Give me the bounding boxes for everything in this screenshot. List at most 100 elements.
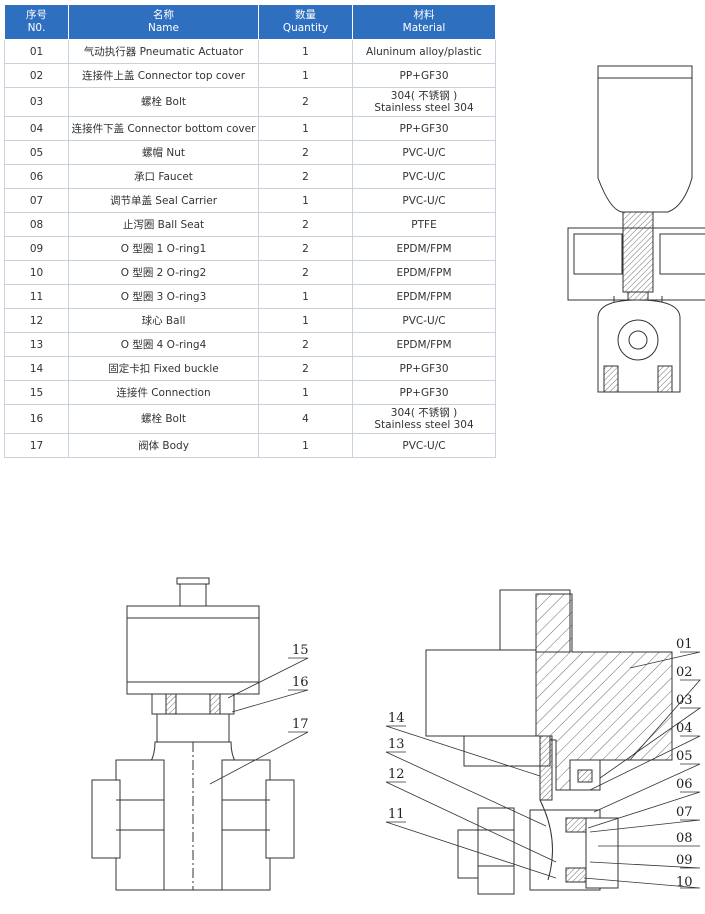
- material-line: 304( 不锈钢 ): [390, 407, 458, 419]
- cell-name: 调节单盖 Seal Carrier: [68, 188, 259, 213]
- callout-label: 07: [676, 805, 693, 820]
- callout-label: 08: [676, 831, 693, 846]
- callout-label: 13: [388, 737, 405, 752]
- front-callouts: 15 16 17: [292, 643, 309, 732]
- material-line: PVC-U/C: [402, 146, 446, 159]
- cell-material: 304( 不锈钢 )Stainless steel 304: [352, 404, 496, 434]
- cell-name: 球心 Ball: [68, 308, 259, 333]
- cell-material: EPDM/FPM: [352, 260, 496, 285]
- cell-quantity: 2: [258, 87, 353, 117]
- callout-label: 04: [676, 721, 693, 736]
- material-line: Aluninum alloy/plastic: [366, 45, 482, 58]
- material-line: Stainless steel 304: [374, 102, 474, 114]
- cell-no: 04: [4, 116, 69, 141]
- callout-leaders: [209, 651, 702, 889]
- material-line: EPDM/FPM: [396, 266, 452, 279]
- material-line: PP+GF30: [399, 69, 449, 82]
- callout-label: 12: [388, 767, 405, 782]
- cell-no: 10: [4, 260, 69, 285]
- material-line: PP+GF30: [399, 362, 449, 375]
- cell-no: 16: [4, 404, 69, 434]
- material-line: EPDM/FPM: [396, 338, 452, 351]
- material-line: PTFE: [411, 218, 437, 231]
- callout-label: 09: [676, 853, 693, 868]
- callout-label: 17: [292, 717, 309, 732]
- cell-material: PVC-U/C: [352, 308, 496, 333]
- cell-quantity: 1: [258, 63, 353, 88]
- cell-quantity: 2: [258, 332, 353, 357]
- cell-material: PVC-U/C: [352, 433, 496, 458]
- cell-name: O 型圈 4 O-ring4: [68, 332, 259, 357]
- callout-label: 06: [676, 777, 693, 792]
- cell-quantity: 2: [258, 212, 353, 237]
- cell-no: 14: [4, 356, 69, 381]
- material-line: EPDM/FPM: [396, 242, 452, 255]
- cell-quantity: 1: [258, 188, 353, 213]
- callout-label: 14: [388, 711, 405, 726]
- cell-no: 17: [4, 433, 69, 458]
- cell-material: EPDM/FPM: [352, 332, 496, 357]
- cell-quantity: 2: [258, 356, 353, 381]
- callout-label: 01: [676, 637, 693, 652]
- section-view-drawing: [425, 589, 673, 895]
- callout-label: 15: [292, 643, 309, 658]
- cell-no: 05: [4, 140, 69, 165]
- callout-label: 10: [676, 875, 693, 890]
- cell-quantity: 2: [258, 236, 353, 261]
- cell-no: 11: [4, 284, 69, 309]
- material-line: PVC-U/C: [402, 439, 446, 452]
- cell-quantity: 1: [258, 116, 353, 141]
- callout-label: 02: [676, 665, 693, 680]
- cell-material: PVC-U/C: [352, 188, 496, 213]
- callout-label: 16: [292, 675, 309, 690]
- section-callouts: 01 02 03 04 05 06 07 08 09 10 11 12 13 1…: [388, 637, 693, 890]
- cell-name: 螺栓 Bolt: [68, 404, 259, 434]
- material-line: PP+GF30: [399, 386, 449, 399]
- material-line: Stainless steel 304: [374, 419, 474, 431]
- material-line: PVC-U/C: [402, 170, 446, 183]
- cell-name: 止泻圈 Ball Seat: [68, 212, 259, 237]
- cell-quantity: 1: [258, 433, 353, 458]
- cell-name: O 型圈 2 O-ring2: [68, 260, 259, 285]
- callout-label: 11: [388, 807, 405, 822]
- callout-label: 05: [676, 749, 693, 764]
- cell-no: 15: [4, 380, 69, 405]
- callout-label: 03: [676, 693, 693, 708]
- cell-material: 304( 不锈钢 )Stainless steel 304: [352, 87, 496, 117]
- cell-material: EPDM/FPM: [352, 284, 496, 309]
- cell-material: PP+GF30: [352, 356, 496, 381]
- material-line: EPDM/FPM: [396, 290, 452, 303]
- material-line: PP+GF30: [399, 122, 449, 135]
- material-line: PVC-U/C: [402, 194, 446, 207]
- cell-quantity: 1: [258, 308, 353, 333]
- cell-no: 08: [4, 212, 69, 237]
- cell-quantity: 4: [258, 404, 353, 434]
- small-section-drawing: [567, 65, 705, 393]
- cell-no: 09: [4, 236, 69, 261]
- cell-name: 阀体 Body: [68, 433, 259, 458]
- material-line: PVC-U/C: [402, 314, 446, 327]
- material-line: 304( 不锈钢 ): [390, 90, 458, 102]
- cell-no: 02: [4, 63, 69, 88]
- cell-no: 01: [4, 39, 69, 64]
- cell-no: 12: [4, 308, 69, 333]
- front-view-drawing: [91, 577, 295, 891]
- cell-quantity: 1: [258, 284, 353, 309]
- cell-no: 07: [4, 188, 69, 213]
